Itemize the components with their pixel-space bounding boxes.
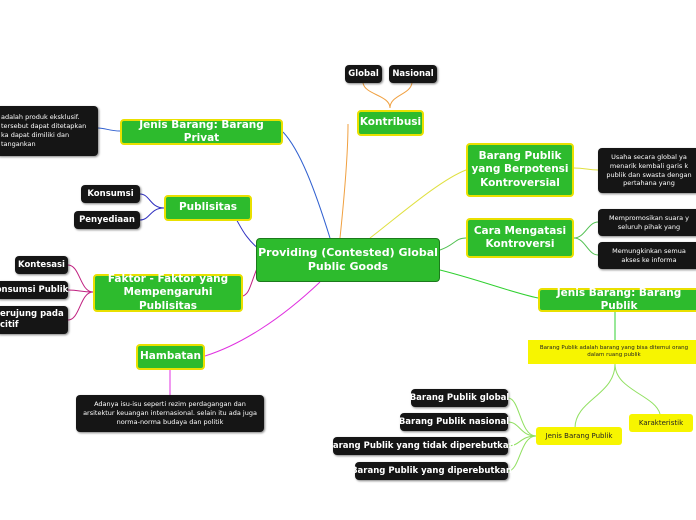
barang-publik-nasional-node[interactable]: Barang Publik nasional <box>399 413 509 431</box>
central-topic[interactable]: Providing (Contested) Global Public Good… <box>256 238 440 282</box>
barang-privat-note: adalah produk eksklusif. tersebut dapat … <box>0 106 98 156</box>
jenis-barang-publik-sub[interactable]: Jenis Barang Publik <box>536 427 622 445</box>
kontesasi-node[interactable]: Kontesasi <box>15 256 68 274</box>
hambatan-node[interactable]: Hambatan <box>136 344 205 370</box>
faktor-publisitas-node[interactable]: Faktor - Faktor yang Mempengaruhi Publis… <box>93 273 243 312</box>
kontribusi-node[interactable]: Kontribusi <box>357 110 424 136</box>
global-node[interactable]: Global <box>345 65 382 83</box>
nasional-node[interactable]: Nasional <box>389 65 437 83</box>
hambatan-note: Adanya isu-isu seperti rezim perdagangan… <box>76 395 264 432</box>
mengatasi-note-1: Mempromosikan suara y seluruh pihak yang <box>598 209 696 236</box>
jenis-barang-publik-node[interactable]: Jenis Barang: Barang Publik <box>538 287 696 312</box>
penyediaan-node[interactable]: Penyediaan <box>74 211 140 229</box>
konsumsi-node[interactable]: Konsumsi <box>81 185 140 203</box>
karakteristik-node[interactable]: Karakteristik <box>629 414 693 432</box>
barang-publik-tidak-diperebutkan-node[interactable]: Barang Publik yang tidak diperebutkan <box>326 437 515 455</box>
mengatasi-note-2: Memungkinkan semua akses ke informa <box>598 242 696 269</box>
kontroversial-node[interactable]: Barang Publik yang Berpotensi Kontrovers… <box>466 143 574 197</box>
barang-publik-diperebutkan-node[interactable]: Barang Publik yang diperebutkan <box>351 462 512 480</box>
kontroversial-note: Usaha secara global ya menarik kembali g… <box>598 148 696 193</box>
barang-publik-note: Barang Publik adalah barang yang bisa di… <box>528 340 696 364</box>
barang-publik-global-node[interactable]: Barang Publik global <box>410 389 509 407</box>
cara-mengatasi-node[interactable]: Cara Mengatasi Kontroversi <box>466 218 574 258</box>
jenis-barang-privat-node[interactable]: Jenis Barang: Barang Privat <box>120 119 283 145</box>
publisitas-node[interactable]: Publisitas <box>164 195 252 221</box>
konsumsi-publik-node[interactable]: onsumsi Publik <box>0 281 68 299</box>
berujung-node[interactable]: erujung pada citif <box>0 306 68 334</box>
